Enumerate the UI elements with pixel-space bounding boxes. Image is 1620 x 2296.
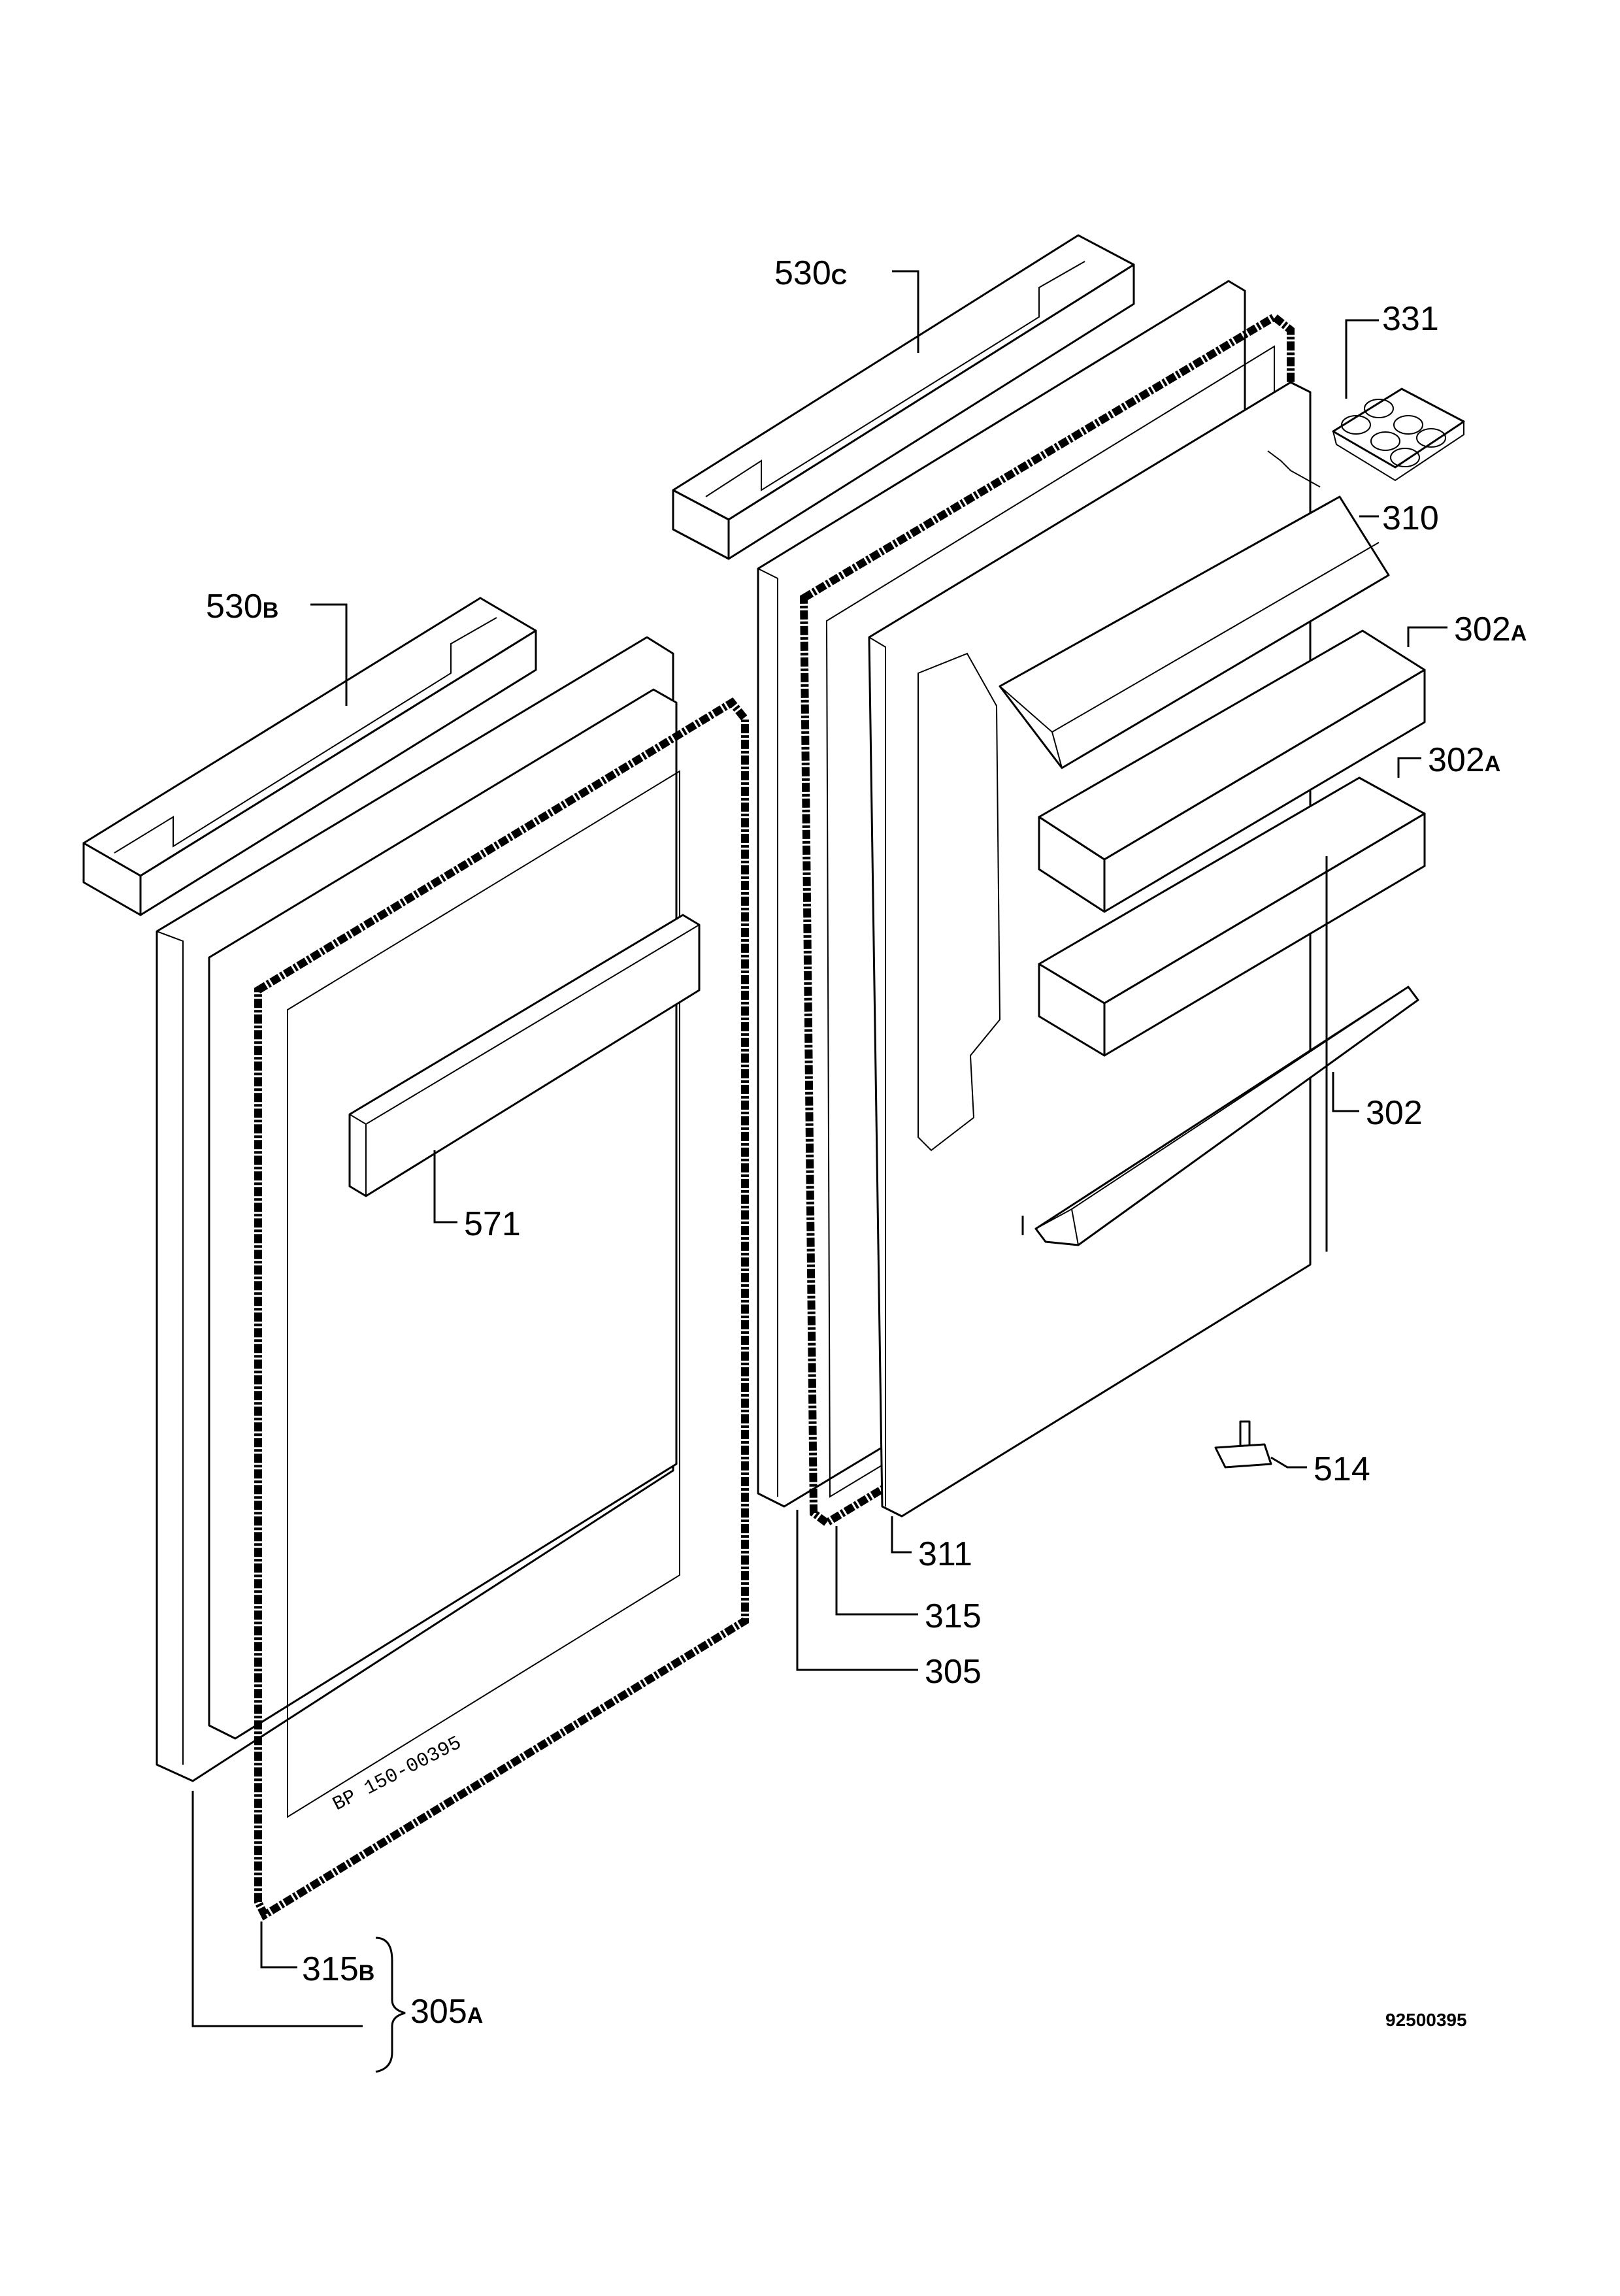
label-530c: 530C <box>774 254 847 292</box>
label-331: 331 <box>1382 300 1439 338</box>
brace-305a <box>375 1937 406 2073</box>
part-571-shelf-strip <box>348 914 701 1197</box>
part-331-egg-tray <box>1332 388 1465 482</box>
part-514-hinge-pin <box>1214 1420 1272 1469</box>
label-302a-upper: 302A <box>1454 610 1527 648</box>
document-number: 92500395 <box>1385 2010 1467 2030</box>
label-310: 310 <box>1382 499 1439 537</box>
label-315: 315 <box>925 1597 982 1635</box>
label-571: 571 <box>464 1205 521 1243</box>
part-310-dairy-flap <box>999 450 1390 769</box>
label-302a-lower: 302A <box>1428 741 1500 779</box>
label-514: 514 <box>1314 1450 1370 1488</box>
label-311: 311 <box>918 1535 972 1573</box>
part-305a-left-door <box>156 636 678 1782</box>
label-302: 302 <box>1366 1094 1423 1132</box>
label-305: 305 <box>925 1653 982 1691</box>
label-315b: 315B <box>302 1950 374 1988</box>
leader-lines <box>191 270 1447 2027</box>
part-530b-top-trim <box>82 597 537 916</box>
part-530c-top-trim <box>672 234 1135 560</box>
label-530b: 530B <box>206 588 278 625</box>
part-302a-shelf-upper <box>1038 629 1426 913</box>
label-305a: 305A <box>410 1993 483 2031</box>
part-302a-shelf-lower <box>1038 776 1426 1057</box>
part-302-bottom-shelf <box>1034 986 1419 1246</box>
